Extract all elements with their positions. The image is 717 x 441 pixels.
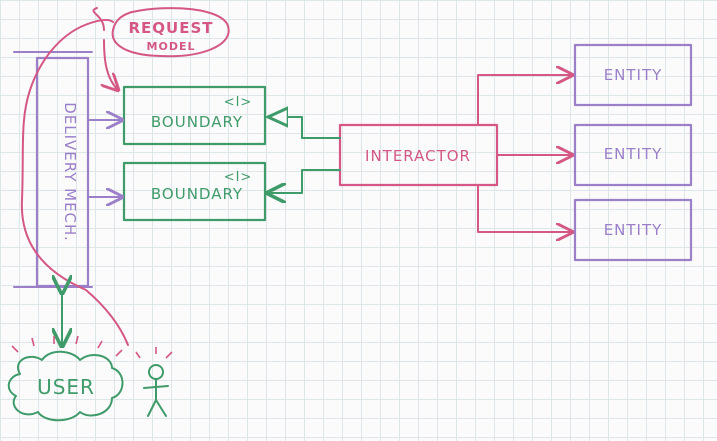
interactor-to-entity-1-arrow — [477, 75, 572, 126]
interactor-to-entity-3-arrow — [477, 184, 572, 232]
boundary-bottom: <I> BOUNDARY — [122, 161, 267, 222]
request-model-line1: REQUEST — [128, 19, 213, 37]
entity-1: ENTITY — [573, 43, 693, 107]
entity-1-box — [573, 43, 693, 107]
delivery-mechanism-label: DELIVERY MECH. — [61, 102, 79, 242]
interactor-label: INTERACTOR — [365, 147, 471, 165]
boundary-bottom-box — [122, 161, 267, 222]
interactor-implements-boundary-top — [268, 117, 341, 139]
boundary-top-tag: <I> — [224, 95, 253, 110]
request-model: REQUEST MODEL — [111, 7, 230, 58]
boundary-bottom-label: BOUNDARY — [151, 185, 243, 203]
user-emphasis-marks — [11, 335, 173, 359]
entity-2: ENTITY — [573, 123, 693, 187]
entity-3-box — [573, 198, 693, 262]
stick-figure-icon — [143, 364, 169, 417]
interactor-to-boundary-bottom — [268, 169, 341, 193]
entity-2-box — [573, 123, 693, 187]
delivery-mechanism: DELIVERY MECH. — [13, 51, 93, 288]
user-label: USER — [37, 375, 95, 399]
user-request-line — [20, 18, 129, 346]
request-model-line2: MODEL — [147, 40, 196, 53]
request-to-boundary-arrow — [92, 7, 118, 90]
entity-2-label: ENTITY — [604, 145, 663, 163]
boundary-bottom-tag: <I> — [224, 170, 253, 185]
boundary-top: <I> BOUNDARY — [122, 85, 267, 146]
boundary-top-box — [122, 85, 267, 146]
entity-1-label: ENTITY — [604, 66, 663, 84]
user-cloud — [7, 350, 124, 422]
entity-3: ENTITY — [573, 198, 693, 262]
boundary-top-label: BOUNDARY — [151, 113, 243, 131]
user: USER — [7, 335, 173, 422]
interactor: INTERACTOR — [338, 123, 499, 187]
entity-3-label: ENTITY — [604, 221, 663, 239]
request-model-bubble — [111, 7, 230, 58]
